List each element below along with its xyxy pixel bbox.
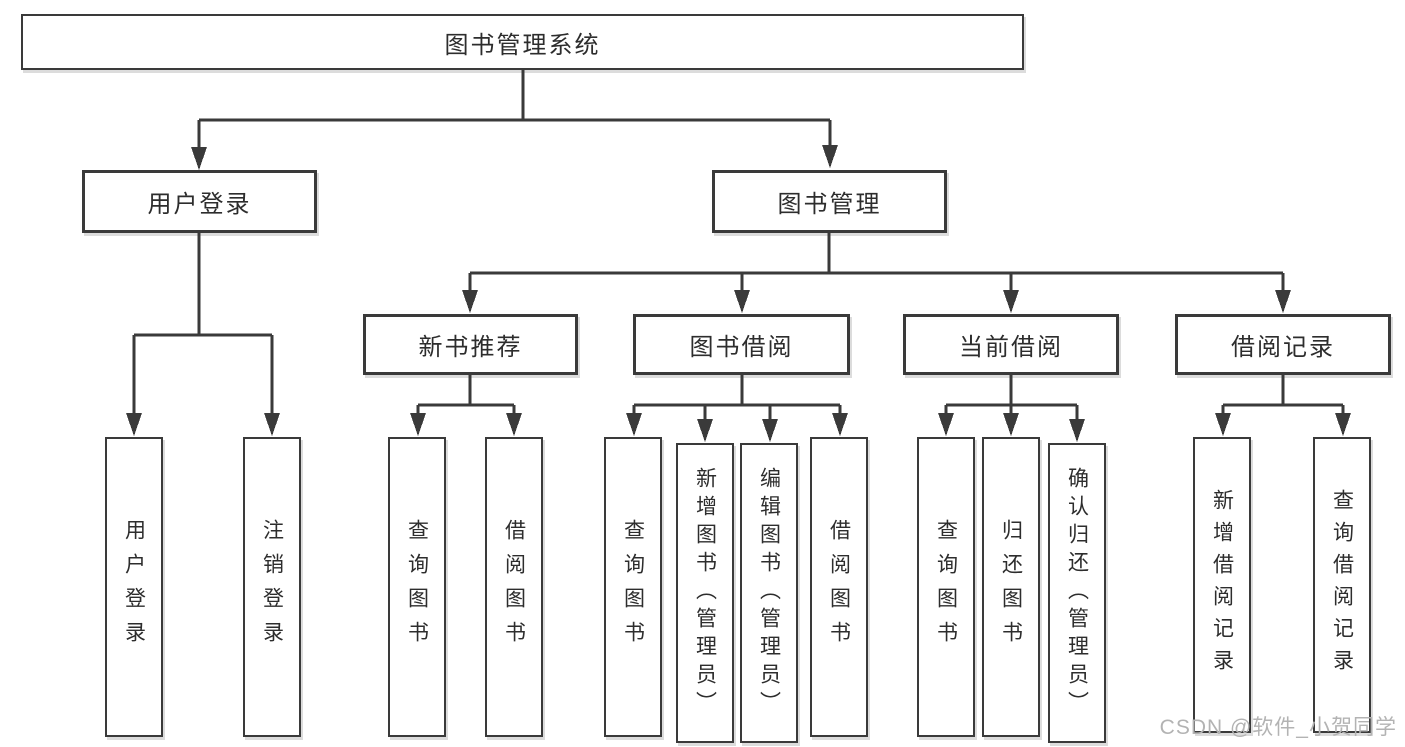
node-label: 借阅图书: [502, 519, 526, 655]
node-label: 新增借阅记录: [1210, 489, 1234, 681]
node-label: 新增图书（管理员）: [693, 467, 717, 719]
connector-borrow-to-leaves: [632, 375, 842, 421]
connector-newbooks-to-leaves: [416, 375, 516, 416]
connector-records-to-leaves: [1221, 375, 1345, 416]
node-current-borrow: 当前借阅: [903, 314, 1119, 375]
leaf-edit-books-admin: 编辑图书（管理员）: [740, 443, 798, 743]
leaf-add-books-admin: 新增图书（管理员）: [676, 443, 734, 743]
arrowheads-level3: [462, 290, 1291, 313]
leaf-query-books: 查询图书: [917, 437, 975, 737]
leaf-borrow-books: 借阅图书: [485, 437, 543, 737]
leaf-return-books: 归还图书: [982, 437, 1040, 737]
node-label: 借阅记录: [1231, 334, 1335, 361]
node-borrow-records: 借阅记录: [1175, 314, 1391, 375]
leaf-query-books: 查询图书: [388, 437, 446, 737]
node-user-login: 用户登录: [82, 170, 317, 233]
arrowheads-current-leaves: [938, 413, 1085, 442]
node-label: 查询图书: [934, 519, 958, 655]
node-label: 注销登录: [260, 519, 284, 655]
node-label: 查询借阅记录: [1330, 489, 1354, 681]
node-library-management-system: 图书管理系统: [21, 14, 1024, 70]
csdn-watermark: CSDN @软件_小贺同学: [1159, 716, 1397, 739]
connector-mgmt-to-level3: [468, 233, 1285, 292]
node-book-management: 图书管理: [712, 170, 947, 233]
node-label: 查询图书: [621, 519, 645, 655]
connector-root-to-level2: [197, 70, 832, 150]
node-label: 用户登录: [147, 191, 252, 218]
arrowheads-newbooks-leaves: [410, 413, 522, 436]
arrowheads-records-leaves: [1215, 413, 1351, 436]
leaf-query-books: 查询图书: [604, 437, 662, 737]
leaf-query-borrow-record: 查询借阅记录: [1313, 437, 1371, 733]
arrowheads-borrow-leaves: [626, 413, 848, 442]
node-new-book-recommend: 新书推荐: [363, 314, 578, 375]
node-label: 用户登录: [122, 519, 146, 655]
node-label: 新书推荐: [418, 334, 523, 361]
node-label: 借阅图书: [827, 519, 851, 655]
node-label: 归还图书: [999, 519, 1023, 655]
node-label: 图书管理系统: [444, 31, 601, 59]
arrowheads-level2: [191, 145, 838, 170]
node-label: 图书借阅: [689, 334, 794, 361]
connector-login-to-leaves: [132, 233, 274, 416]
leaf-user-login: 用户登录: [105, 437, 163, 737]
leaf-confirm-return-admin: 确认归还（管理员）: [1048, 443, 1106, 743]
node-book-borrow: 图书借阅: [633, 314, 850, 375]
node-label: 图书管理: [777, 191, 882, 218]
arrowheads-login-leaves: [126, 413, 280, 436]
leaf-add-borrow-record: 新增借阅记录: [1193, 437, 1251, 733]
leaf-logout-login: 注销登录: [243, 437, 301, 737]
node-label: 确认归还（管理员）: [1065, 467, 1089, 719]
node-label: 编辑图书（管理员）: [757, 467, 781, 719]
leaf-borrow-books: 借阅图书: [810, 437, 868, 737]
node-label: 当前借阅: [959, 334, 1063, 361]
node-label: 查询图书: [405, 519, 429, 655]
